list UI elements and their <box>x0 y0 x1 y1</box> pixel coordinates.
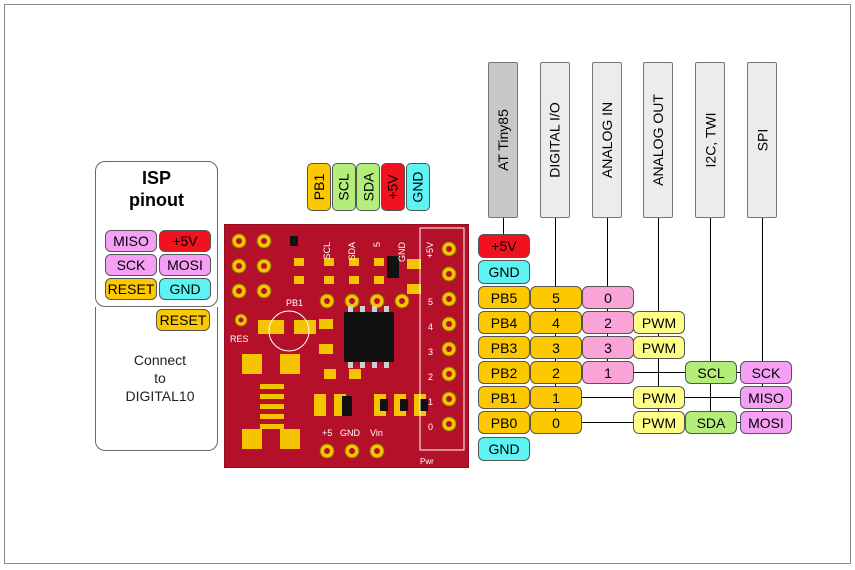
pin-plus5v: +5V <box>478 234 530 258</box>
silk-bottom-5: +5 <box>322 428 332 438</box>
isp-reset: RESET <box>105 278 157 300</box>
silk-5v: +5V <box>425 242 435 258</box>
pb5-pin-label: PB5 <box>478 286 530 309</box>
pb2-digital-label: 2 <box>530 361 582 384</box>
top-pin-sda: SDA <box>356 163 380 211</box>
silk-scl: SCL <box>322 242 332 260</box>
pb4-pin-label: PB4 <box>478 311 530 334</box>
pb3-pin-label: PB3 <box>478 336 530 359</box>
silk-pin-5: 5 <box>428 297 433 307</box>
pb4-digital-label: 4 <box>530 311 582 334</box>
pb5-analog-in-label: 0 <box>582 286 634 309</box>
silk-pin-1: 1 <box>428 397 433 407</box>
silk-5: 5 <box>372 242 382 247</box>
pb4-analog-in-label: 2 <box>582 311 634 334</box>
silk-pwr: Pwr <box>420 457 434 466</box>
silk-sda: SDA <box>347 242 357 261</box>
silk-bottom-gnd: GND <box>340 428 361 438</box>
pb0-spi-label: MOSI <box>740 411 792 434</box>
pb0-analog-out-label: PWM <box>633 411 685 434</box>
silk-pb1: PB1 <box>286 298 303 308</box>
pb3-analog-out-label: PWM <box>633 336 685 359</box>
pb2-pin-label: PB2 <box>478 361 530 384</box>
silk-pin-4: 4 <box>428 322 433 332</box>
silk-bottom-vin: Vin <box>370 428 383 438</box>
pin-gnd-top: GND <box>478 260 530 284</box>
connect-line-1: Connect <box>133 352 187 368</box>
pb1-spi-label: MISO <box>740 386 792 409</box>
pb1-digital-label: 1 <box>530 386 582 409</box>
stem-spi <box>762 218 763 421</box>
silk-pin-2: 2 <box>428 372 433 382</box>
diagram-frame <box>4 4 851 564</box>
isp-subtitle: pinout <box>129 190 184 210</box>
isp-mosi: MOSI <box>159 254 211 276</box>
header-analog-out: ANALOG OUT <box>643 62 673 218</box>
pb5-digital-label: 5 <box>530 286 582 309</box>
silk-pin-0: 0 <box>428 422 433 432</box>
isp-plus5v: +5V <box>159 230 211 252</box>
pb2-spi-label: SCK <box>740 361 792 384</box>
top-pin-scl: SCL <box>332 163 356 211</box>
pb0-i2c-label: SDA <box>685 411 737 434</box>
isp-title: ISP <box>141 168 171 188</box>
header-i2c: I2C, TWI <box>695 62 725 218</box>
silk-res: RES <box>230 334 249 344</box>
pb0-digital-label: 0 <box>530 411 582 434</box>
stem-i2c <box>710 218 711 421</box>
pb0-pin-label: PB0 <box>478 411 530 434</box>
pb4-analog-out-label: PWM <box>633 311 685 334</box>
connect-panel <box>95 307 218 451</box>
trinket-board: SCL SDA 5 GND +5V PB1 RES 5 4 3 2 1 0 +5… <box>224 224 469 468</box>
pb2-i2c-label: SCL <box>685 361 737 384</box>
pb1-pin-label: PB1 <box>478 386 530 409</box>
silk-gnd: GND <box>397 242 407 263</box>
top-pin-plus5v: +5V <box>381 163 405 211</box>
connect-line-2: to <box>154 370 166 386</box>
isp-sck: SCK <box>105 254 157 276</box>
pb2-analog-in-label: 1 <box>582 361 634 384</box>
header-attiny: AT Tiny85 <box>488 62 518 218</box>
connect-reset: RESET <box>156 309 210 331</box>
header-digital-io: DIGITAL I/O <box>540 62 570 218</box>
pb1-analog-out-label: PWM <box>633 386 685 409</box>
top-pin-pb1: PB1 <box>307 163 331 211</box>
attiny-stem <box>503 218 504 234</box>
header-analog-in: ANALOG IN <box>592 62 622 218</box>
isp-gnd: GND <box>159 278 211 300</box>
pb3-digital-label: 3 <box>530 336 582 359</box>
header-spi: SPI <box>747 62 777 218</box>
connect-line-3: DIGITAL10 <box>125 388 195 404</box>
isp-miso: MISO <box>105 230 157 252</box>
pin-gnd-bottom: GND <box>478 437 530 461</box>
row-line-pb2 <box>530 372 750 373</box>
silk-pin-3: 3 <box>428 347 433 357</box>
pb3-analog-in-label: 3 <box>582 336 634 359</box>
top-pin-gnd: GND <box>406 163 430 211</box>
